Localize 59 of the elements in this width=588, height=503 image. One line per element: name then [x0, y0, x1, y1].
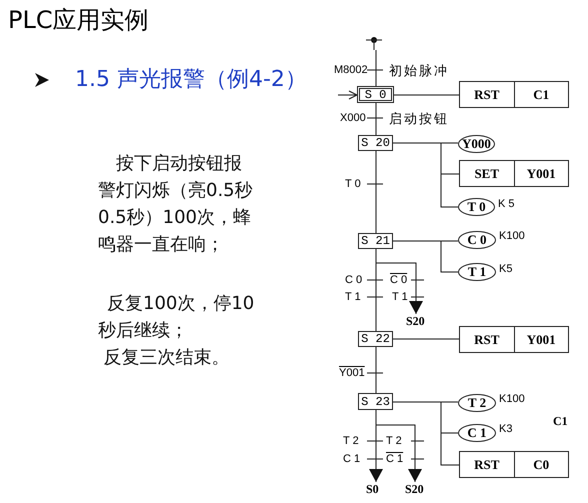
section-heading: 1.5 声光报警（例4-2）: [75, 66, 307, 94]
constant-label: K3: [499, 423, 512, 435]
description-text: 反复100次，停10秒后继续；: [98, 292, 256, 343]
connector-line: [392, 338, 460, 340]
coil-ellipse: Y000: [458, 135, 495, 153]
constant-label: K100: [499, 230, 525, 242]
instruction-label: SET: [473, 164, 500, 182]
operand-label: C0: [514, 452, 568, 477]
constant-label: K 5: [498, 198, 515, 210]
jump-arrow: [376, 248, 423, 314]
annotation-label: 启动按钮: [389, 111, 449, 128]
annotation-label: 初始脉冲: [389, 63, 449, 80]
condition-label: T 1: [392, 291, 408, 304]
arrow: [338, 90, 358, 100]
connector-line: [394, 94, 460, 96]
instruction-box: [459, 451, 569, 478]
coil-ellipse: C 1: [458, 424, 496, 442]
condition-label: C 0: [390, 274, 408, 287]
description-text: 反复三次结束。: [102, 346, 230, 370]
condition-label: T 1: [345, 291, 361, 304]
coil-ellipse: T 2: [458, 394, 496, 412]
coil-ellipse: C 0: [458, 231, 496, 249]
operand-label: C1: [514, 82, 568, 107]
condition-label: X000: [340, 112, 366, 125]
condition-label: Y001: [339, 367, 365, 380]
jump-target-label: S20: [405, 482, 424, 497]
condition-label: M8002: [334, 64, 368, 77]
instruction-label: RST: [473, 456, 500, 474]
instruction-label: RST: [473, 86, 500, 104]
connector-line: [392, 402, 460, 466]
jump-target-label: S20: [406, 314, 425, 329]
condition-label: C 1: [343, 453, 360, 466]
condition-label: C 0: [345, 274, 362, 287]
connector-line: [392, 142, 458, 208]
coil-ellipse: T 0: [458, 198, 495, 216]
instruction-label: RST: [473, 330, 500, 348]
operand-label: Y001: [514, 327, 568, 352]
condition-label: C1: [553, 414, 568, 429]
description-text: 按下启动按钮报警灯闪烁（亮0.5秒0.5秒）100次，蜂鸣器一直在响；: [98, 152, 254, 257]
operand-label: Y001: [514, 161, 568, 186]
jump-target-label: S0: [366, 482, 379, 497]
coil-ellipse: T 1: [458, 263, 496, 281]
constant-label: K5: [499, 263, 512, 275]
connector-line: [392, 240, 458, 272]
instruction-box: [459, 160, 569, 187]
condition-label: T 0: [345, 178, 361, 191]
step-box: S 23: [358, 393, 393, 410]
constant-label: K100: [499, 393, 525, 405]
step-box: S 21: [358, 233, 393, 249]
condition-label: T 2: [386, 435, 402, 448]
instruction-box: [459, 326, 569, 353]
slide-title: PLC应用实例: [8, 5, 149, 36]
condition-label: C 1: [386, 453, 404, 466]
step-box: S 20: [358, 135, 393, 151]
step-box: S 22: [358, 331, 393, 347]
instruction-box: [459, 81, 569, 108]
condition-label: T 2: [343, 435, 359, 448]
jump-arrow: [376, 410, 422, 482]
initial-step-box: S 0: [357, 86, 394, 103]
